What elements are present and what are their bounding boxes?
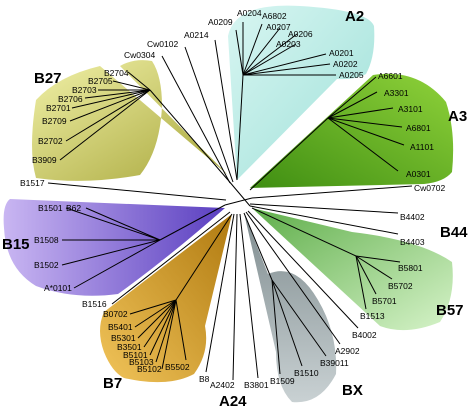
clade-b27-region [32,60,228,181]
leaf-label: A0206 [288,29,313,39]
leaf-label: B1513 [360,311,385,321]
leaf-label: B2702 [38,136,63,146]
leaf-label: A0202 [333,59,358,69]
leaf-label: B5102 [137,364,162,374]
leaf-label: B2706 [58,94,83,104]
leaf-label: B62 [66,203,81,213]
leaf-label: B5101 [123,350,148,360]
clade-a2-region [228,5,375,180]
leaf-label: B1502 [34,260,59,270]
leaf-label: B4403 [400,237,425,247]
leaf-label: B3501 [117,342,142,352]
leaf-label: A0201 [329,48,354,58]
group-label-a2: A2 [345,8,364,25]
leaf-label: A0209 [208,17,233,27]
clade-b7-region [100,214,232,383]
group-label-a24: A24 [219,393,247,409]
leaf-label: Cw0102 [147,39,178,49]
clade-b57-region [252,208,453,331]
leaf-label: B1510 [294,368,319,378]
leaf-label: B2705 [88,76,113,86]
leaf-label: B3801 [244,380,269,390]
clade-a3-region [250,73,454,188]
leaf-label: B2704 [104,68,129,78]
leaf-label: A1101 [410,142,434,152]
leaf-label: B5801 [398,263,423,273]
group-label-b57: B57 [436,302,464,319]
leaf-label: A3301 [384,88,409,98]
leaf-label: A2902 [335,346,360,356]
leaf-label: A0214 [184,30,209,40]
leaf-label: B5502 [165,362,190,372]
leaf-label: A0204 [237,8,262,18]
leaf-label: B2703 [72,85,97,95]
leaf-label: A6802 [262,11,287,21]
leaf-label: B4002 [352,330,377,340]
leaf-label: A6601 [378,71,403,81]
leaf-label: A0207 [266,22,291,32]
group-label-b15: B15 [2,236,30,253]
leaf-label: B5401 [108,322,133,332]
leaf-label: B5701 [372,296,397,306]
leaf-label: B8 [199,374,210,384]
leaf-label: B0702 [103,309,128,319]
leaf-label: A3101 [398,104,423,114]
leaf-label: B3909 [32,155,57,165]
leaf-label: Cw0304 [124,50,155,60]
group-label-bx: BX [342,382,363,399]
group-labels: A2 A3 B27 B15 B7 A24 BX B57 B44 [2,8,468,409]
leaf-label: A0205 [339,70,364,80]
leaf-label: B1516 [82,299,107,309]
group-label-b7: B7 [103,375,122,392]
clade-b15-region [3,199,225,296]
leaf-label: B2709 [42,116,67,126]
tree-branches [47,22,413,381]
leaf-label: B1508 [34,235,59,245]
leaf-label: A0203 [276,39,301,49]
clade-bx-region [244,213,337,403]
group-label-b44: B44 [440,224,468,241]
leaf-label: A*0101 [44,283,72,293]
leaf-label: A2402 [210,380,235,390]
leaf-label: B39011 [320,358,349,368]
leaf-label: B2701 [46,103,71,113]
leaf-label: A6801 [406,123,431,133]
leaf-label: B5702 [388,281,413,291]
leaf-label: B1501 [38,203,63,213]
group-label-a3: A3 [448,108,467,125]
leaf-label: B5301 [111,333,136,343]
leaf-label: B1517 [20,178,45,188]
leaf-label: A0301 [406,169,431,179]
leaf-labels: A0204 A6802 A0207 A0206 A0203 A0209 A020… [20,8,445,390]
leaf-label: B5103 [129,357,154,367]
leaf-label: B1509 [270,376,295,386]
leaf-label: B4402 [400,212,425,222]
leaf-label: Cw0702 [414,183,445,193]
group-label-b27: B27 [34,70,62,87]
